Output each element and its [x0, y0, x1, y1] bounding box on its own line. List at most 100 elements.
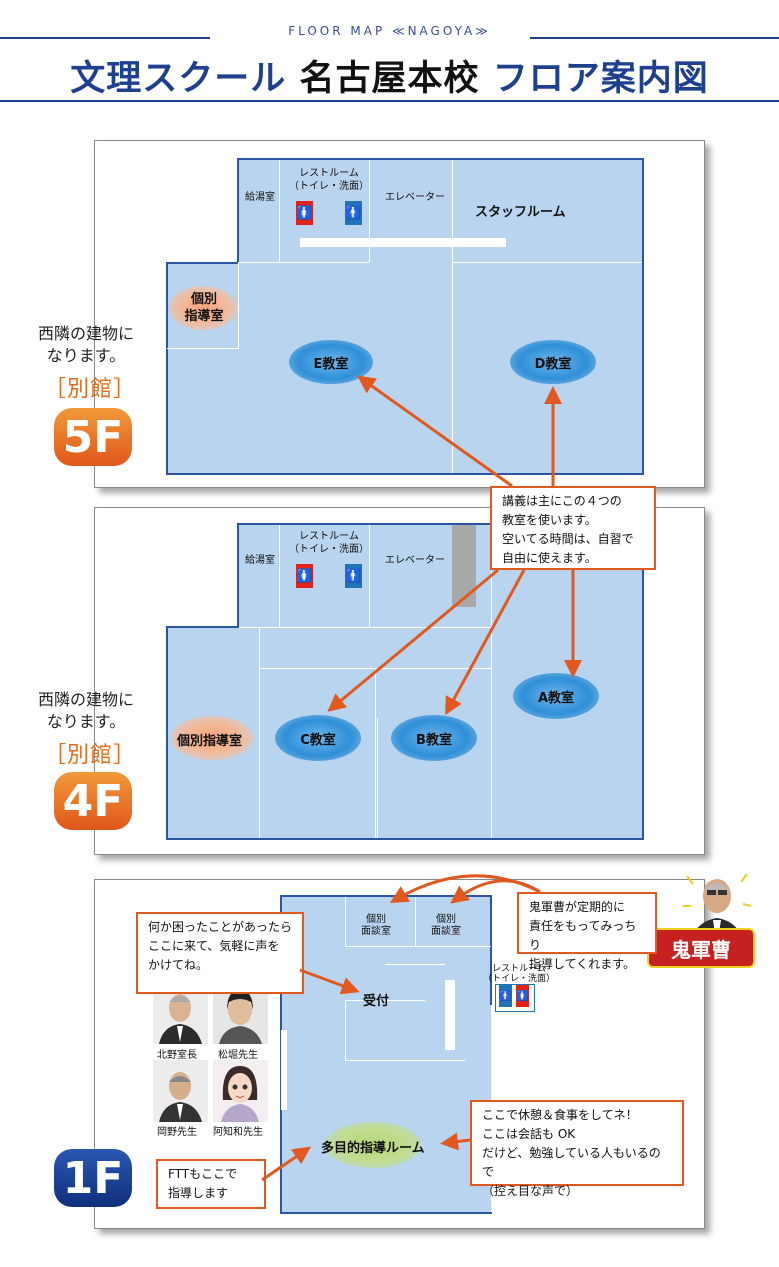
wall [642, 158, 644, 474]
corridor-bar [300, 238, 506, 247]
annex-label-4f: ［別館］ [44, 743, 137, 768]
kobetsu-room-marker [171, 716, 253, 760]
divider [345, 946, 491, 947]
divider [259, 627, 260, 838]
divider [281, 1030, 287, 1110]
wall [490, 895, 492, 1005]
a-classroom[interactable]: A教室 [513, 673, 599, 719]
elevator-label: エレベーター [385, 192, 445, 203]
divider [239, 262, 369, 263]
page-title: 文理スクール 名古屋本校 フロア案内図 [0, 50, 779, 101]
arrow-to-mendan-1 [389, 874, 541, 904]
header-subtitle: FLOOR MAP ≪NAGOYA≫ [288, 24, 491, 38]
divider [345, 1000, 346, 1060]
mens-toilet-icon: 🚹 [345, 201, 362, 225]
mens-toilet-icon: 🚹 [499, 985, 512, 1007]
divider [369, 525, 370, 628]
a-classroom-label: A教室 [537, 690, 575, 706]
header-rule-left [0, 37, 210, 39]
divider [345, 1000, 425, 1001]
kobetsu-room-label: 個別 指導室 [184, 292, 224, 324]
restroom-sublabel: （トイレ・洗面） [289, 544, 369, 555]
header-rule-bottom [0, 100, 779, 102]
womens-toilet-icon: 🚺 [516, 985, 529, 1007]
wall [166, 262, 168, 475]
womens-toilet-icon: 🚺 [296, 564, 313, 588]
restroom-sublabel: （トイレ・洗面） [289, 181, 369, 192]
staff-photo-okano [153, 1060, 208, 1122]
floor4-panel: 給湯室 レストルーム （トイレ・洗面） 🚺 🚹 エレベーター 個別指導室 C教室… [94, 507, 705, 855]
b-classroom[interactable]: B教室 [391, 715, 477, 761]
mendan-room-1-label: 個別 面談室 [361, 914, 391, 937]
divider [239, 627, 491, 628]
arrow-to-multipurpose [440, 1132, 471, 1151]
wall [166, 626, 239, 628]
wall [166, 626, 168, 840]
restroom-label: レストルーム [299, 168, 359, 179]
wall [166, 473, 644, 475]
arrow-to-mendan-2 [450, 879, 541, 904]
annex-label-5f: ［別館］ [44, 377, 137, 402]
arrow-to-reception [299, 968, 360, 995]
d-classroom-label: D教室 [534, 356, 572, 372]
reception-label: 受付 [363, 994, 390, 1009]
mens-toilet-icon: 🚹 [345, 564, 362, 588]
divider [377, 718, 378, 838]
arrow-ftt [261, 1146, 311, 1182]
staff-name-achiwa: 阿知和先生 [213, 1127, 263, 1138]
kobetsu-room-label: 個別指導室 [177, 734, 243, 749]
title-school: 文理スクール [70, 59, 287, 99]
annex-note-4f: 西隣の建物に なります。 [38, 690, 135, 731]
wall [237, 158, 239, 264]
multipurpose-room-marker [325, 1122, 421, 1168]
wall [237, 523, 644, 525]
annex-note-5f: 西隣の建物に なります。 [38, 324, 135, 365]
arrow-to-e-room [357, 375, 513, 488]
title-branch: 名古屋本校 [299, 59, 480, 99]
divider [452, 160, 453, 473]
floor-badge-1f: 1F [54, 1149, 132, 1207]
divider [345, 897, 346, 947]
divider [167, 348, 239, 349]
staff-room-label: スタッフルーム [475, 205, 566, 220]
help-callout: 何か困ったことがあったら ここに来て、気軽に声を かけてね。 [136, 912, 304, 994]
gunso-callout: 鬼軍曹が定期的に 責任をもってみっちり 指導してくれます。 [517, 892, 657, 971]
divider [238, 262, 239, 349]
wall [237, 158, 644, 160]
restroom-label: レストルーム （トイレ・洗面） [483, 964, 556, 984]
divider [279, 525, 280, 628]
lecture-callout: 講義は主にこの４つの 教室を使います。 空いてる時間は、自習で 自由に使えます。 [490, 486, 656, 570]
arrow-to-b-room [445, 569, 526, 716]
divider [491, 525, 492, 838]
divider [385, 964, 445, 965]
divider [345, 1060, 465, 1061]
divider [452, 262, 642, 263]
kyuto-label: 給湯室 [245, 555, 275, 566]
ftt-callout: FTTもここで 指導します [156, 1159, 266, 1209]
multipurpose-room-label: 多目的指導ルーム [321, 1141, 425, 1156]
elevator-label: エレベーター [385, 555, 445, 566]
counter [445, 980, 455, 1050]
wall [642, 523, 644, 839]
wall [237, 523, 239, 628]
arrow-to-c-room [327, 568, 499, 712]
divider [369, 160, 370, 262]
restroom-label: レストルーム [299, 531, 359, 542]
staff-photo-achiwa [213, 1060, 268, 1122]
floor5-panel: 給湯室 レストルーム （トイレ・洗面） 🚺 🚹 エレベーター スタッフルーム 個… [94, 140, 705, 488]
divider [375, 668, 376, 838]
wall [280, 1212, 492, 1214]
e-classroom-label: E教室 [313, 356, 349, 372]
floor-badge-4f: 4F [54, 772, 132, 830]
kyuto-label: 給湯室 [245, 192, 275, 203]
floor-badge-5f: 5F [54, 408, 132, 466]
divider [415, 897, 416, 947]
womens-toilet-icon: 🚺 [296, 201, 313, 225]
wall [280, 895, 492, 897]
c-classroom-label: C教室 [300, 732, 336, 748]
d-classroom[interactable]: D教室 [510, 340, 596, 384]
c-classroom[interactable]: C教室 [275, 715, 361, 761]
staff-name-kitano: 北野室長 [157, 1050, 197, 1061]
kobetsu-room-marker [169, 286, 237, 330]
title-floormap: フロア案内図 [492, 59, 709, 99]
